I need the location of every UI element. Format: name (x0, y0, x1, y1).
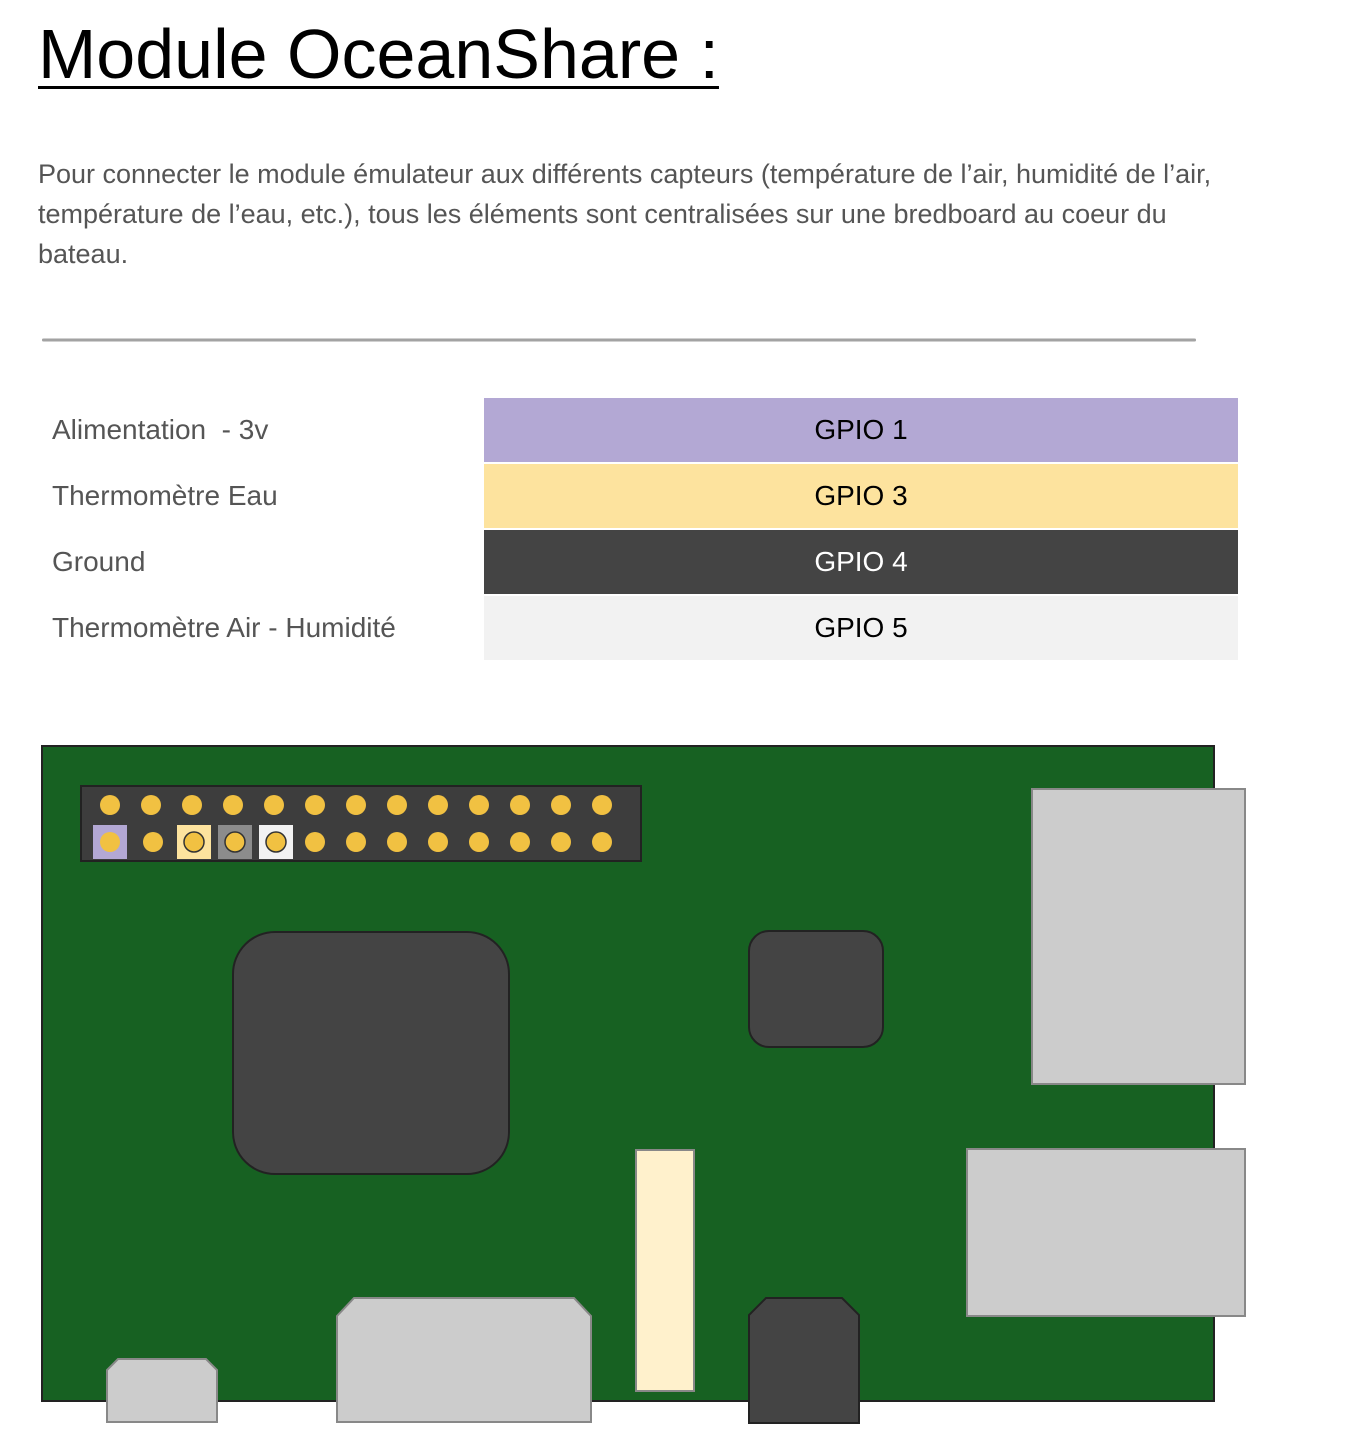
gpio-pin (100, 795, 120, 815)
gpio-pin (183, 831, 205, 853)
gpio-pin (182, 795, 202, 815)
gpio-pin (387, 795, 407, 815)
gpio-pin (510, 795, 530, 815)
page-title: Module OceanShare : (38, 15, 719, 93)
ethernet-port (966, 1148, 1246, 1317)
gpio-pin (346, 795, 366, 815)
micro-usb-port (106, 1358, 218, 1423)
usb-controller-chip (748, 930, 884, 1048)
mapping-label-air-thermometer: Thermomètre Air - Humidité (52, 612, 396, 643)
gpio-pin (264, 795, 284, 815)
gpio-pin (592, 832, 612, 852)
gpio-pin (305, 795, 325, 815)
gpio-3-cell: GPIO 3 (484, 464, 1238, 528)
gpio-pin (551, 832, 571, 852)
mapping-label-ground: Ground (52, 546, 146, 577)
divider (42, 338, 1196, 342)
usb-port (1031, 788, 1246, 1085)
camera-ribbon-connector (635, 1149, 695, 1392)
intro-paragraph: Pour connecter le module émulateur aux d… (38, 159, 1212, 269)
audio-jack (748, 1297, 860, 1424)
gpio-1-cell: GPIO 1 (484, 398, 1238, 462)
gpio-pin (428, 795, 448, 815)
gpio-pin (305, 832, 325, 852)
gpio-5-cell: GPIO 5 (484, 596, 1238, 660)
gpio-pin (346, 832, 366, 852)
gpio-pin (100, 832, 120, 852)
gpio-pin (469, 795, 489, 815)
gpio-pin (469, 832, 489, 852)
gpio-pin (551, 795, 571, 815)
gpio-pin (143, 832, 163, 852)
gpio-pins (93, 795, 612, 859)
gpio-4-cell: GPIO 4 (484, 530, 1238, 594)
gpio-pin (592, 795, 612, 815)
gpio-pin (224, 831, 246, 853)
gpio-pin (223, 795, 243, 815)
gpio-pin (387, 832, 407, 852)
gpio-pin (510, 832, 530, 852)
gpio-pin (265, 831, 287, 853)
hdmi-port (336, 1297, 592, 1423)
mapping-label-power: Alimentation - 3v (52, 414, 269, 445)
gpio-pin (428, 832, 448, 852)
soc-chip (232, 931, 510, 1175)
gpio-pin (141, 795, 161, 815)
mapping-label-water-thermometer: Thermomètre Eau (52, 480, 278, 511)
